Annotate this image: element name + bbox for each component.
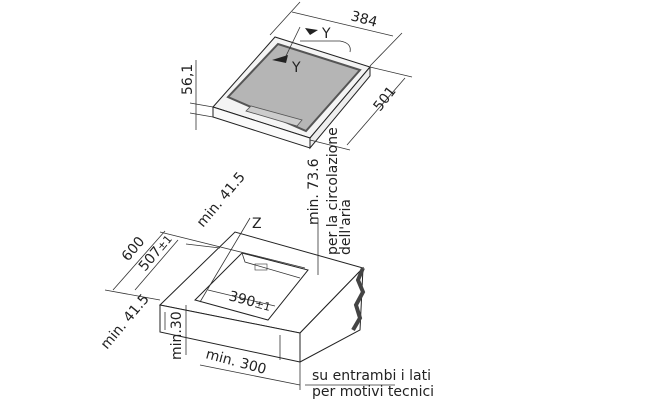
- control-strip: [245, 105, 303, 127]
- cut-depth-label: 507±1: [136, 231, 176, 274]
- cut-width-tolerance: ±1: [253, 297, 272, 314]
- detail-marker-y-glass: Y: [291, 60, 301, 76]
- back-min-label: min. 41.5: [194, 169, 249, 230]
- cut-width-value: 390: [227, 288, 257, 310]
- hob-dimensions: [189, 1, 413, 151]
- countertop-illustration: [158, 231, 366, 363]
- hob-depth-label: 501: [371, 84, 400, 115]
- cutout-dimensions: [104, 217, 395, 390]
- hob-illustration: [212, 36, 371, 150]
- air-note-line2: dell'aria: [338, 199, 354, 255]
- min-height-label: min.30: [169, 311, 185, 360]
- air-note-line1: per la circolazione: [325, 127, 341, 255]
- side-note-line1: su entrambi i lati: [312, 368, 431, 384]
- air-min-label: min. 73.6: [306, 158, 322, 225]
- hob-height-label: 56,1: [180, 64, 196, 95]
- cutout-opening: [194, 252, 309, 321]
- front-min-label: min. 41.5: [98, 291, 153, 352]
- side-note-line2: per motivi tecnici: [312, 384, 434, 400]
- cut-width-label: 390±1: [227, 288, 273, 315]
- hob-width-label: 384: [349, 8, 379, 30]
- detail-marker-z: Z: [252, 216, 262, 232]
- detail-marker-y-top: Y: [321, 26, 331, 42]
